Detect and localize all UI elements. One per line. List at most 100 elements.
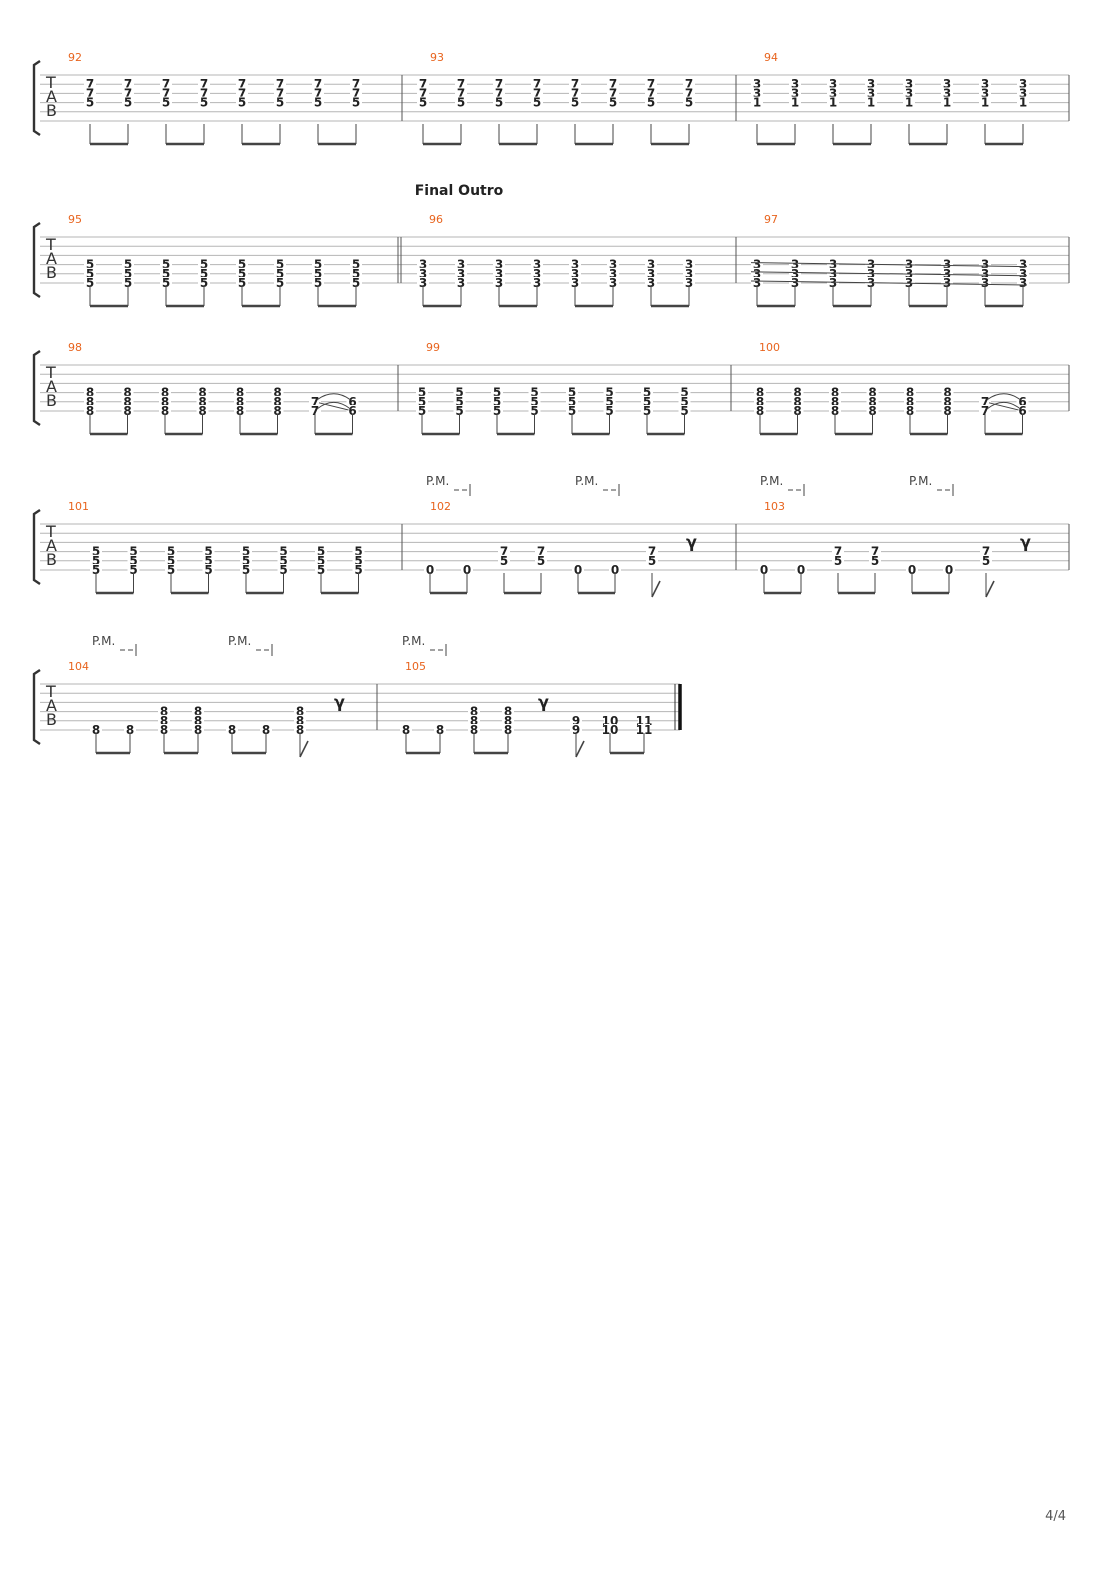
eighth-rest: γ: [1020, 532, 1031, 551]
fret-mask: [271, 386, 284, 398]
fret-mask: [638, 714, 650, 726]
palm-mute-label: P.M.: [760, 474, 783, 488]
fret-mask: [645, 258, 657, 270]
fret-mask: [455, 78, 467, 90]
fret-number: 8: [470, 723, 478, 737]
tab-clef-letter: A: [46, 536, 57, 555]
fret-mask: [309, 405, 321, 416]
fret-number: 5: [124, 267, 132, 281]
fret-number: 5: [352, 276, 360, 290]
fret-mask: [417, 96, 429, 108]
fret-mask: [866, 386, 879, 398]
fret-number: 8: [436, 723, 444, 737]
fret-mask: [607, 87, 619, 99]
fret-mask: [980, 554, 992, 566]
fret-mask: [122, 78, 134, 90]
fret-mask: [535, 554, 547, 566]
fret-mask: [903, 87, 915, 99]
slur-arc: [316, 393, 351, 401]
fret-number: 5: [92, 554, 100, 568]
fret-mask: [159, 386, 171, 398]
fret-mask: [121, 395, 134, 407]
fret-mask: [271, 395, 284, 407]
fret-mask: [158, 714, 170, 726]
fret-mask: [604, 714, 616, 726]
fret-number: 5: [238, 258, 246, 272]
fret-number: 7: [457, 86, 465, 100]
fret-mask: [350, 96, 362, 108]
fret-number: 7: [276, 86, 284, 100]
fret-number: 3: [685, 258, 693, 272]
fret-number: 7: [981, 395, 989, 409]
fret-number: 5: [200, 267, 208, 281]
fret-mask: [569, 96, 581, 108]
fret-mask: [274, 96, 286, 108]
fret-mask: [645, 96, 657, 108]
fret-number: 8: [194, 705, 202, 719]
fret-mask: [312, 87, 324, 99]
fret-mask: [315, 564, 327, 575]
fret-mask: [159, 405, 171, 416]
fret-number: 5: [680, 386, 688, 400]
fret-number: 5: [418, 386, 426, 400]
fret-mask: [491, 405, 503, 416]
fret-mask: [751, 258, 763, 270]
fret-number: 8: [198, 395, 206, 409]
fret-number: 5: [317, 545, 325, 559]
fret-mask: [493, 78, 505, 90]
fret-number: 5: [418, 395, 426, 409]
tab-clef-letter: B: [46, 101, 57, 120]
fret-number: 5: [276, 267, 284, 281]
fret-number: 5: [276, 276, 284, 290]
fret-number: 5: [500, 554, 508, 568]
fret-number: 10: [602, 723, 619, 737]
fret-mask: [312, 267, 324, 279]
fret-mask: [455, 267, 467, 279]
section-title: Final Outro: [415, 183, 504, 199]
fret-number: 3: [753, 86, 761, 100]
fret-mask: [277, 564, 290, 575]
fret-mask: [943, 564, 955, 575]
fret-number: 8: [868, 404, 876, 418]
fret-number: 7: [314, 86, 322, 100]
fret-number: 5: [685, 96, 693, 110]
fret-mask: [531, 258, 543, 270]
fret-number: 3: [791, 267, 799, 281]
fret-number: 5: [124, 96, 132, 110]
fret-mask: [417, 87, 429, 99]
fret-number: 8: [470, 705, 478, 719]
fret-mask: [346, 405, 359, 416]
tab-clef-letter: B: [46, 263, 57, 282]
fret-number: 0: [797, 563, 805, 577]
fret-number: 5: [533, 96, 541, 110]
fret-number: 5: [493, 404, 501, 418]
fret-number: 7: [495, 77, 503, 91]
system-bracket: [32, 669, 41, 745]
fret-number: 5: [419, 96, 427, 110]
fret-mask: [424, 564, 436, 575]
fret-mask: [277, 545, 290, 557]
fret-mask: [751, 78, 763, 90]
fret-mask: [352, 564, 365, 575]
fret-mask: [84, 277, 96, 288]
fret-mask: [294, 724, 306, 735]
fret-number: 8: [160, 705, 168, 719]
fret-mask: [122, 277, 134, 288]
fret-mask: [829, 395, 841, 407]
fret-number: 3: [1019, 86, 1027, 100]
fret-mask: [234, 386, 246, 398]
fret-mask: [941, 277, 953, 288]
fret-number: 5: [242, 563, 250, 577]
fret-number: 5: [238, 276, 246, 290]
fret-mask: [645, 78, 657, 90]
fret-mask: [294, 714, 306, 726]
fret-mask: [158, 724, 170, 735]
fret-mask: [751, 267, 763, 279]
fret-number: 3: [495, 258, 503, 272]
fret-mask: [294, 705, 306, 717]
fret-mask: [236, 258, 248, 270]
fret-mask: [865, 87, 877, 99]
fret-number: 3: [1019, 276, 1027, 290]
fret-number: 7: [457, 77, 465, 91]
